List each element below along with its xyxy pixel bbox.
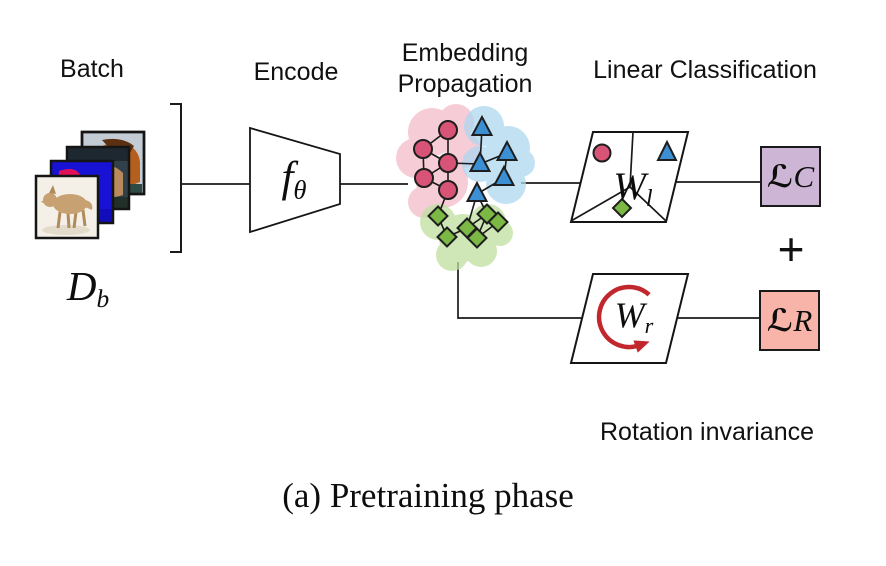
embedding-propagation-label: Embedding Propagation [397,39,533,98]
class-diamond-sample [611,197,633,219]
rotation-classifier-parallelogram [569,273,690,364]
decision-boundaries [570,131,667,222]
class-circle-sample [592,143,612,163]
encoder-trapezoid [249,126,341,234]
rotation-arrow-icon [596,284,651,353]
linear-classifier-parallelogram [569,131,690,223]
wolf-photo [34,174,100,240]
figure-caption: (a) Pretraining phase [282,476,574,515]
batch-label: Batch [60,55,124,83]
encode-label: Encode [253,58,339,86]
diamond-nodes [427,203,509,249]
dataset-symbol: Db [66,263,110,314]
graph-edges [422,127,508,239]
rotation-loss-box: ℒR [759,290,820,351]
batch-image-stack [34,130,146,240]
rotation-weights-symbol: Wr [614,295,654,339]
rotation-invariance-label: Rotation invariance [599,418,814,446]
classification-loss-box: ℒC [760,146,821,207]
triangle-nodes [465,114,519,202]
circle-nodes [413,120,458,200]
plus-sign: + [777,223,805,275]
batch-bracket [170,103,182,253]
connector-lines [170,103,761,319]
linear-weights-symbol: Wl [613,165,653,212]
encoder-symbol: fθ [281,154,307,205]
class-triangle-sample [656,139,678,161]
linear-classification-label: Linear Classification [593,56,817,84]
connector-embedding-rotation [457,262,582,319]
